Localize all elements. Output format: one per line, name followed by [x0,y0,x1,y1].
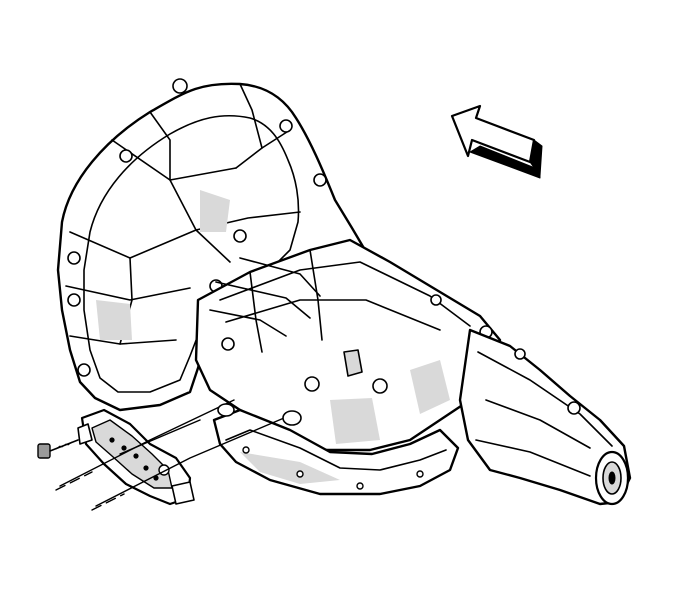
tail-housing [458,328,632,506]
direction-arrow-icon [450,104,543,179]
explode-lines [55,399,302,511]
bell-housing [56,78,367,412]
range-switch [77,408,195,506]
mounting-bolt [37,439,79,459]
oil-pan [212,408,460,496]
